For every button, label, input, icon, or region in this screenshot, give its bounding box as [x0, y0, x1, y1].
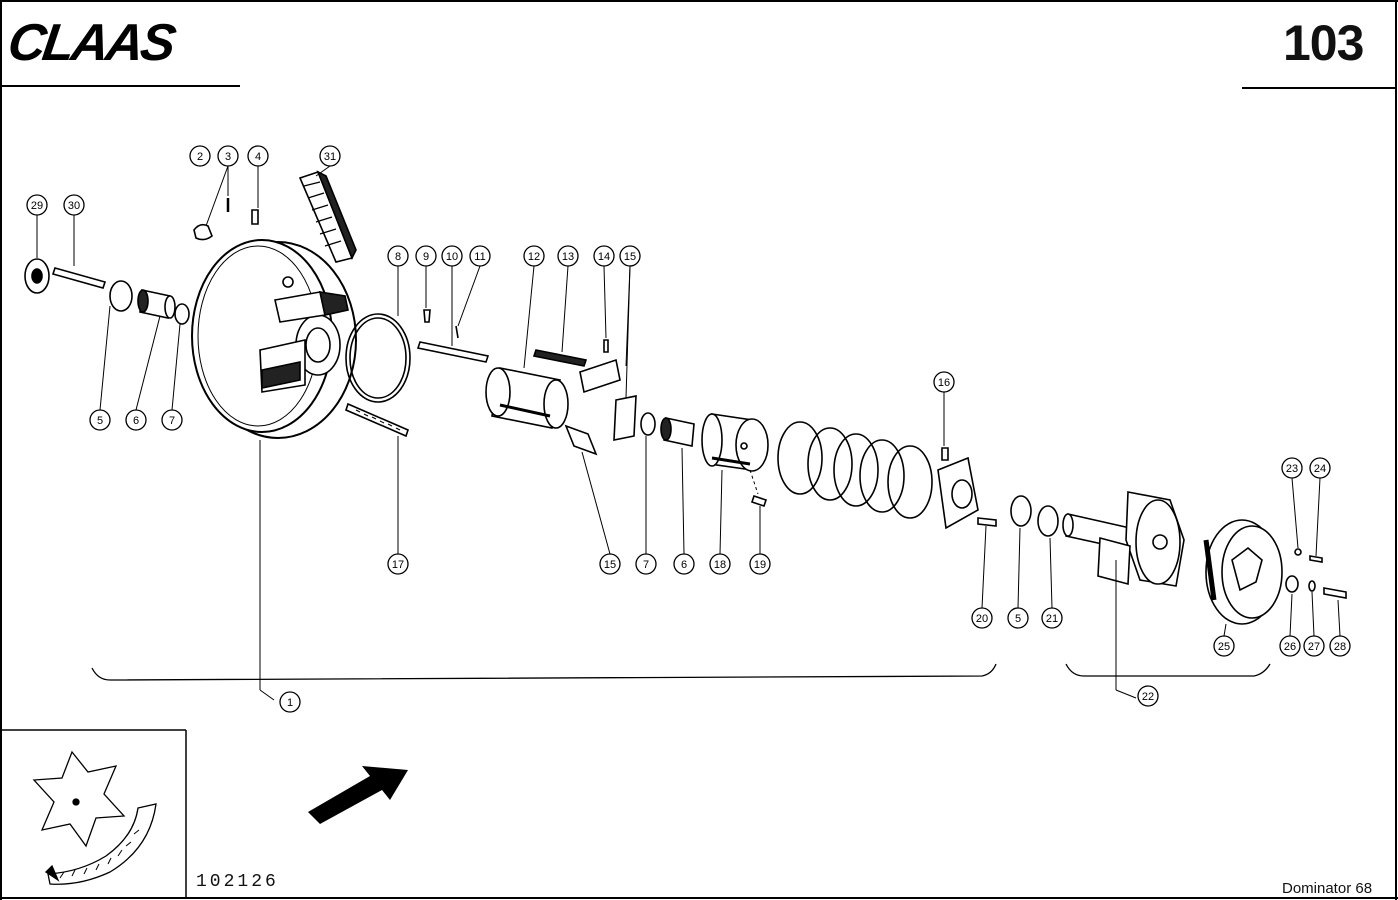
part-bolt-19: [750, 494, 768, 508]
part-spring-pin-17: [345, 402, 409, 438]
page-number: 103: [1283, 15, 1364, 71]
inset-thumbnail: [32, 750, 157, 885]
callout-14: 14: [598, 251, 610, 263]
callout-6b: 6: [681, 559, 687, 571]
leader-lines: [36, 165, 1341, 701]
part-bushing-6: [137, 289, 176, 319]
callout-10: 10: [446, 251, 458, 263]
callout-24: 24: [1314, 463, 1326, 475]
part-sleeve-12: [485, 367, 569, 429]
callout-8: 8: [395, 251, 401, 263]
part-ring-5: [109, 280, 133, 312]
part-pin-11: [455, 325, 459, 339]
part-strip-13: [532, 349, 588, 367]
callout-circles: [26, 145, 1351, 713]
part-screw-24: [1309, 555, 1323, 563]
callout-15b: 15: [604, 559, 616, 571]
part-cover-25: [1203, 519, 1283, 625]
callout-9: 9: [423, 251, 429, 263]
drawing-number: 102126: [196, 872, 279, 892]
callout-16: 16: [938, 377, 950, 389]
part-pin-30: [51, 267, 107, 289]
callout-25: 25: [1218, 641, 1230, 653]
part-belt-31: [298, 170, 357, 263]
part-grease-nipple-4: [251, 209, 259, 225]
callout-4: 4: [255, 151, 261, 163]
part-washer-29: [24, 258, 50, 294]
part-bolt-28: [1323, 587, 1347, 599]
part-circlip-8: [345, 313, 411, 403]
part-segment-15a: [579, 358, 621, 394]
part-segment-15c: [564, 424, 598, 456]
callout-27: 27: [1308, 641, 1320, 653]
part-screw-9: [423, 309, 431, 323]
model-name: Dominator 68: [1282, 880, 1373, 897]
callout-labels: 1 2 3 4 5 5 6 6 7 7 7 8 9 10 11 12 13 14…: [31, 151, 1346, 709]
part-pulley-1: [191, 239, 357, 439]
part-ring-7b: [640, 412, 656, 436]
svg-text:CLAAS: CLAAS: [10, 18, 180, 66]
group-brackets: [91, 663, 1271, 681]
callout-13: 13: [562, 251, 574, 263]
callout-15: 15: [624, 251, 636, 263]
part-washer-23: [1294, 548, 1302, 556]
callout-29: 29: [31, 200, 43, 212]
part-washer-26: [1285, 575, 1299, 593]
part-ring-7: [174, 303, 190, 325]
callout-5: 5: [97, 415, 103, 427]
callout-7: 7: [169, 415, 175, 427]
part-key-10: [416, 341, 490, 363]
part-clip-3: [193, 223, 213, 241]
callout-5b: 5: [1015, 613, 1021, 625]
callout-12: 12: [528, 251, 540, 263]
callout-18: 18: [714, 559, 726, 571]
part-grease-nipple-16: [941, 447, 949, 461]
callout-28: 28: [1334, 641, 1346, 653]
callout-11: 11: [474, 251, 485, 263]
part-bolt-20: [977, 517, 997, 527]
part-ring-21: [1037, 505, 1059, 537]
callout-6: 6: [133, 415, 139, 427]
callout-23: 23: [1286, 463, 1298, 475]
part-spring-coils: [777, 421, 933, 519]
callout-19: 19: [754, 559, 766, 571]
callout-2: 2: [197, 151, 203, 163]
callout-3: 3: [225, 151, 231, 163]
direction-arrow-icon: [308, 766, 408, 824]
callout-7b: 7: [643, 559, 649, 571]
part-shaft-hub-22: [1062, 491, 1185, 587]
claas-logo: CLAAS: [10, 18, 180, 66]
part-flange-plate: [937, 456, 979, 530]
part-segment-15b: [613, 395, 637, 441]
part-bushing-6b: [660, 417, 695, 447]
callout-1: 1: [287, 697, 293, 709]
callout-17: 17: [392, 559, 404, 571]
part-washer-27: [1308, 580, 1316, 592]
callout-26: 26: [1284, 641, 1296, 653]
part-ring-5b: [1010, 495, 1032, 527]
part-pin-14: [603, 339, 609, 353]
callout-30: 30: [68, 200, 80, 212]
part-hub-18: [701, 413, 769, 472]
callout-31: 31: [324, 151, 336, 163]
callout-20: 20: [976, 613, 988, 625]
callout-21: 21: [1046, 613, 1058, 625]
callout-22: 22: [1142, 691, 1154, 703]
